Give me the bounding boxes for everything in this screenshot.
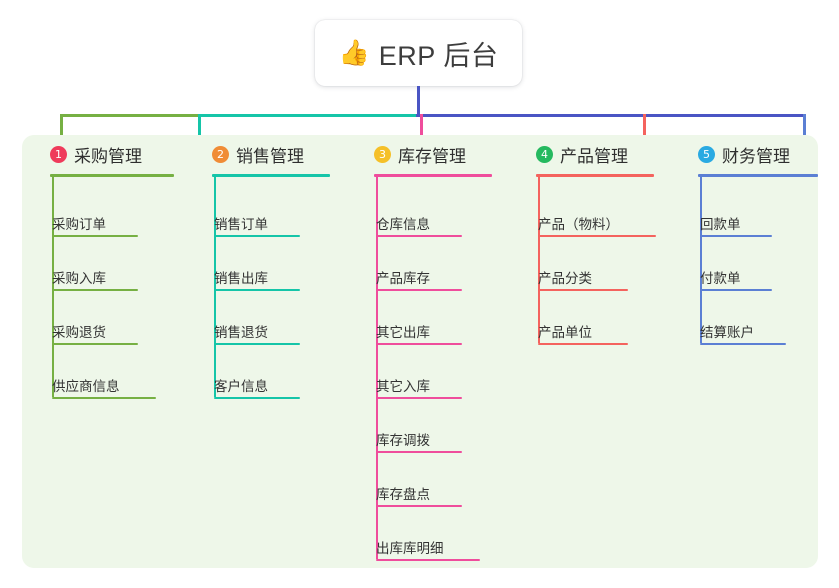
leaf-item-label[interactable]: 产品（物料） (538, 217, 619, 232)
branch-header-1[interactable]: 1 采购管理 (34, 141, 142, 167)
branch-header-rule (536, 174, 654, 177)
branch-header-rule (698, 174, 818, 177)
thumbs-up-icon: 👍 (338, 38, 370, 67)
branch-header-2[interactable]: 2 销售管理 (196, 141, 304, 167)
leaf-item-rule (376, 235, 462, 237)
branch-spine (52, 177, 54, 397)
branch-number-badge: 3 (374, 145, 391, 163)
leaf-item-label[interactable]: 回款单 (700, 217, 741, 232)
branch-header-5[interactable]: 5 财务管理 (682, 141, 790, 167)
branch-number-badge: 4 (536, 145, 553, 163)
leaf-item-rule (376, 559, 480, 561)
leaf-item-rule (538, 235, 656, 237)
leaf-item-label[interactable]: 产品分类 (538, 271, 592, 286)
drop-line-2b (198, 114, 201, 150)
branch-header-rule (212, 174, 330, 177)
branch-number-badge: 2 (212, 145, 229, 163)
root-node-title: ERP 后台 (378, 40, 499, 71)
leaf-item-label[interactable]: 采购订单 (52, 217, 106, 232)
leaf-item-label[interactable]: 库存调拨 (376, 433, 430, 448)
leaf-item-rule (52, 235, 138, 237)
branch-spine (538, 177, 540, 343)
leaf-item-rule (538, 343, 628, 345)
bus-segment-green (60, 114, 200, 117)
leaf-item-label[interactable]: 出库库明细 (376, 541, 444, 556)
leaf-item-rule (376, 343, 462, 345)
branch-column-3: 3 库存管理仓库信息产品库存其它出库其它入库库存调拨库存盘点出库库明细 (358, 141, 492, 561)
branch-title: 产品管理 (560, 146, 628, 166)
leaf-item-rule (376, 451, 462, 453)
leaf-item-label[interactable]: 其它出库 (376, 325, 430, 340)
branches-panel (22, 135, 818, 568)
branch-title: 财务管理 (722, 146, 790, 166)
leaf-item-rule (214, 289, 300, 291)
leaf-item-label[interactable]: 付款单 (700, 271, 741, 286)
branch-header-3[interactable]: 3 库存管理 (358, 141, 466, 167)
leaf-item-rule (376, 289, 462, 291)
branch-number-badge: 5 (698, 145, 715, 163)
leaf-item-label[interactable]: 仓库信息 (376, 217, 430, 232)
leaf-item-label[interactable]: 产品库存 (376, 271, 430, 286)
leaf-item-label[interactable]: 销售订单 (214, 217, 268, 232)
leaf-item-rule (214, 397, 300, 399)
leaf-item-rule (700, 289, 772, 291)
leaf-item-rule (52, 397, 156, 399)
drop-line-1 (60, 114, 63, 150)
leaf-item-label[interactable]: 销售出库 (214, 271, 268, 286)
branch-column-4: 4 产品管理产品（物料） 产品分类产品单位 (520, 141, 656, 345)
branch-header-rule (374, 174, 492, 177)
leaf-item-rule (52, 289, 138, 291)
branch-number-badge: 1 (50, 145, 67, 163)
root-node-card[interactable]: 👍 ERP 后台 (315, 20, 522, 86)
branch-title: 采购管理 (74, 146, 142, 166)
leaf-item-label[interactable]: 产品单位 (538, 325, 592, 340)
leaf-item-label[interactable]: 客户信息 (214, 379, 268, 394)
branch-header-rule (50, 174, 174, 177)
branch-title: 库存管理 (398, 146, 466, 166)
branch-column-5: 5 财务管理回款单付款单结算账户 (682, 141, 818, 345)
leaf-item-rule (214, 343, 300, 345)
leaf-item-rule (376, 397, 462, 399)
branch-spine (214, 177, 216, 397)
leaf-item-rule (700, 343, 786, 345)
branch-spine (376, 177, 378, 559)
leaf-item-label[interactable]: 采购入库 (52, 271, 106, 286)
leaf-item-rule (538, 289, 628, 291)
leaf-item-label[interactable]: 库存盘点 (376, 487, 430, 502)
branch-column-2: 2 销售管理销售订单销售出库销售退货客户信息 (196, 141, 330, 399)
leaf-item-rule (214, 235, 300, 237)
branch-spine (700, 177, 702, 343)
drop-line-2 (420, 114, 423, 150)
leaf-item-rule (52, 343, 138, 345)
leaf-item-label[interactable]: 销售退货 (214, 325, 268, 340)
trunk-line (417, 86, 420, 117)
leaf-item-rule (700, 235, 772, 237)
leaf-item-label[interactable]: 采购退货 (52, 325, 106, 340)
branch-title: 销售管理 (236, 146, 304, 166)
leaf-item-rule (376, 505, 462, 507)
bus-segment-blue (416, 114, 806, 117)
leaf-item-label[interactable]: 其它入库 (376, 379, 430, 394)
branch-header-4[interactable]: 4 产品管理 (520, 141, 628, 167)
drop-line-4 (643, 114, 646, 150)
drop-line-5 (803, 114, 806, 150)
bus-segment-teal (198, 114, 418, 117)
branch-column-1: 1 采购管理采购订单采购入库采购退货供应商信息 (34, 141, 174, 399)
leaf-item-label[interactable]: 供应商信息 (52, 379, 120, 394)
leaf-item-label[interactable]: 结算账户 (700, 325, 754, 340)
